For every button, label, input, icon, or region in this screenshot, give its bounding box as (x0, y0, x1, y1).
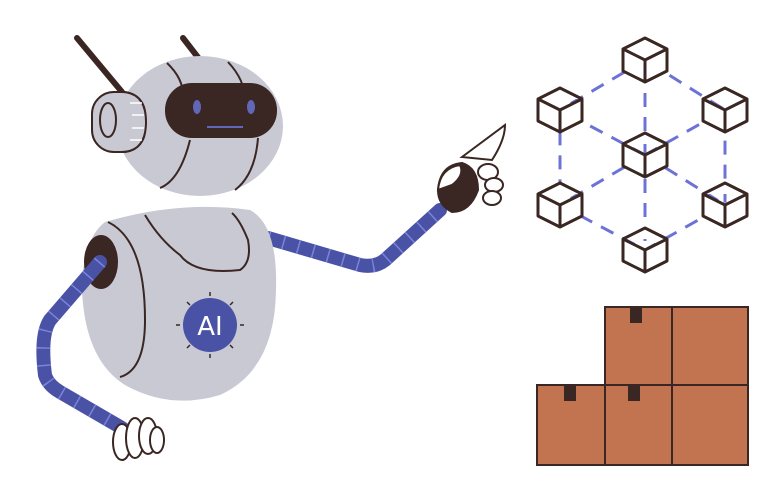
ear (91, 91, 148, 153)
robot-body: AI (82, 206, 277, 401)
cube-icon (536, 86, 584, 134)
cube-icon (621, 36, 669, 84)
cardboard-boxes (536, 306, 749, 466)
box (671, 384, 749, 466)
ai-badge-label: AI (197, 312, 222, 342)
cube-icon (701, 86, 749, 134)
box (671, 306, 749, 386)
visor (165, 83, 277, 138)
robot-right-arm (261, 203, 447, 273)
ai-badge: AI (176, 292, 244, 358)
robot-left-arm (36, 255, 129, 435)
eye (247, 100, 255, 114)
blockchain-cubes (536, 36, 749, 274)
robot-left-hand (112, 417, 165, 461)
cube-icon (701, 181, 749, 229)
robot-pointing-hand (436, 123, 507, 214)
cube-icon (536, 181, 584, 229)
robot-head (91, 56, 283, 196)
eye (193, 100, 201, 114)
cube-icon (621, 131, 669, 179)
cube-icon (621, 226, 669, 274)
